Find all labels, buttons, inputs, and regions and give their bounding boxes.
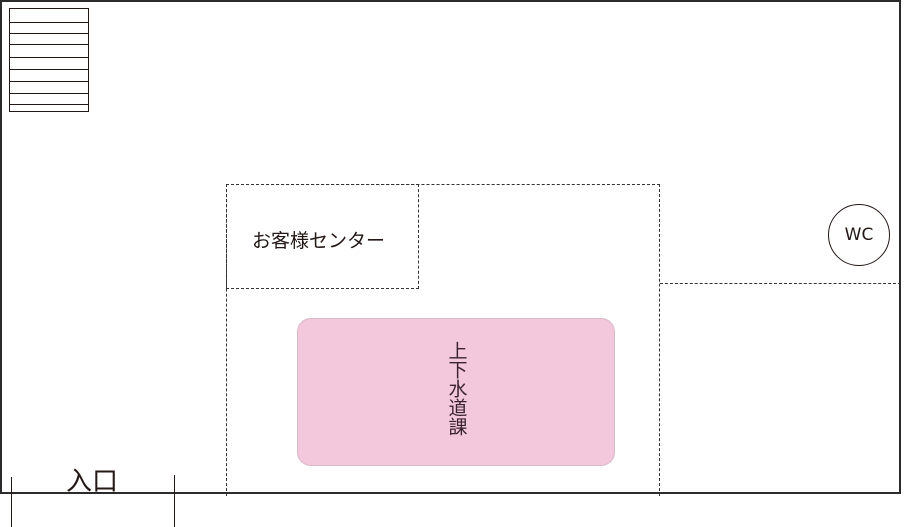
water-department-label: 上下水道課: [445, 341, 468, 436]
entrance-left-marker: [11, 477, 12, 527]
customer-center-area[interactable]: [226, 184, 419, 289]
wc-icon[interactable]: WC: [828, 204, 890, 266]
central-zone-boundary: [226, 184, 660, 496]
entrance-label: 入口: [66, 467, 119, 497]
stairs-icon: [9, 8, 89, 112]
water-department-counter[interactable]: 上下水道課: [297, 318, 615, 466]
wc-label: WC: [844, 225, 874, 245]
entrance-right-marker: [174, 475, 175, 527]
customer-center-label: お客様センター: [252, 230, 386, 252]
floor-outline: [0, 0, 901, 494]
right-zone-divider: [660, 283, 901, 284]
